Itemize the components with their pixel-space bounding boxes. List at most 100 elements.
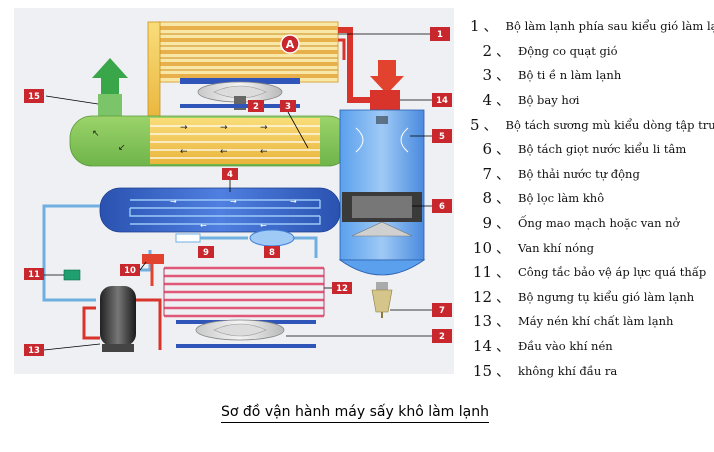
- capillary-tube: [175, 233, 201, 243]
- legend-number: 3: [482, 66, 492, 85]
- callout-8-label: 8: [269, 248, 275, 258]
- callout-9: 9: [198, 246, 214, 258]
- legend-text: Công tắc bảo vệ áp lực quá thấp: [518, 265, 707, 280]
- legend-list: 1、Bộ làm lạnh phía sau kiểu gió làm lạnh…: [470, 14, 714, 383]
- callout-3-label: 3: [285, 102, 291, 112]
- callout-1: 1: [338, 27, 450, 41]
- callout-14: 14: [400, 93, 452, 107]
- marker-a-label: A: [286, 38, 295, 51]
- callout-12: 12: [324, 282, 352, 294]
- marker-a: A: [280, 34, 300, 54]
- legend-number: 4: [482, 91, 492, 110]
- svg-text:↙: ↙: [118, 143, 126, 153]
- callout-11-label: 11: [28, 270, 40, 280]
- diagram-caption: Sơ đồ vận hành máy sấy khô làm lạnh: [190, 404, 520, 423]
- legend-text: Bộ tách giọt nước kiểu li tâm: [518, 142, 687, 157]
- caption-text: Sơ đồ vận hành máy sấy khô làm lạnh: [221, 404, 489, 423]
- svg-text:←: ←: [220, 147, 228, 157]
- legend-separator: 、: [496, 43, 510, 60]
- legend-item: 3、Bộ ti ề n làm lạnh: [470, 63, 710, 88]
- legend-text: không khí đầu ra: [518, 363, 618, 378]
- hot-compressed-air-line: [338, 27, 384, 103]
- callout-10: 10: [120, 261, 147, 276]
- callout-8: 8: [264, 246, 280, 258]
- legend-item: 6、Bộ tách giọt nước kiểu li tâm: [470, 137, 710, 162]
- legend-number: 9: [482, 214, 492, 233]
- legend-separator: 、: [496, 363, 510, 380]
- callout-5: 5: [410, 129, 452, 143]
- fan-motor-bottom: [176, 319, 316, 348]
- callout-4: 4: [222, 168, 238, 192]
- callout-14-label: 14: [436, 96, 448, 106]
- compressed-air-inlet: [370, 60, 404, 112]
- legend-text: Động co quạt gió: [518, 43, 618, 58]
- legend-number: 7: [482, 164, 492, 183]
- legend-item: 7、 Bộ thải nước tự động: [470, 162, 710, 187]
- hot-gas-valve: [142, 254, 164, 286]
- legend-number: 1: [470, 17, 480, 36]
- legend-number: 14: [472, 337, 492, 356]
- callout-2-bottom: 2: [286, 329, 452, 343]
- callout-10-label: 10: [124, 266, 136, 276]
- filter-drier: [249, 229, 295, 247]
- callout-2-top-label: 2: [253, 102, 259, 112]
- legend-text: Máy nén khí chất làm lạnh: [518, 314, 674, 329]
- callout-2-top: 2: [248, 100, 264, 112]
- legend-item: 14、Đầu vào khí nén: [470, 334, 710, 359]
- legend-separator: 、: [496, 314, 510, 331]
- evaporator: →→→ ←←: [99, 187, 341, 233]
- legend-text: Bộ bay hơi: [518, 93, 580, 108]
- low-pressure-switch: [63, 269, 81, 281]
- legend-separator: 、: [496, 93, 510, 110]
- auto-drain: [371, 282, 393, 318]
- callout-5-label: 5: [439, 132, 445, 142]
- condenser-coil: [163, 266, 325, 318]
- callout-7: 7: [390, 303, 452, 317]
- callout-12-label: 12: [336, 284, 348, 294]
- callout-6-label: 6: [439, 202, 445, 212]
- fan-motor-top: [180, 78, 300, 110]
- callout-11: 11: [24, 268, 64, 280]
- legend-item: 15、 không khí đầu ra: [470, 358, 710, 383]
- callout-13-label: 13: [28, 346, 40, 356]
- legend-number: 5: [470, 115, 480, 134]
- svg-text:→: →: [170, 197, 177, 206]
- legend-item: 13、 Máy nén khí chất làm lạnh: [470, 309, 710, 334]
- legend-number: 10: [472, 238, 492, 257]
- legend-text: Bộ lọc làm khô: [518, 191, 605, 206]
- legend-item: 12、Bộ ngưng tụ kiểu gió làm lạnh: [470, 285, 710, 310]
- legend-text: Bộ ti ề n làm lạnh: [518, 68, 622, 83]
- legend-item: 1、Bộ làm lạnh phía sau kiểu gió làm lạnh: [470, 14, 714, 39]
- aftercooler-coil: [147, 21, 339, 123]
- legend-separator: 、: [496, 265, 510, 282]
- legend-number: 13: [472, 312, 492, 331]
- separator-tank: [338, 109, 426, 276]
- callout-15-label: 15: [28, 92, 40, 102]
- svg-text:←: ←: [260, 221, 267, 230]
- svg-text:←: ←: [200, 221, 207, 230]
- legend-item: 2、Động co quạt gió: [470, 39, 710, 64]
- legend-item: 11、 Công tắc bảo vệ áp lực quá thấp: [470, 260, 710, 285]
- legend-number: 6: [482, 140, 492, 159]
- legend-item: 8、Bộ lọc làm khô: [470, 186, 710, 211]
- legend-separator: 、: [496, 240, 510, 257]
- legend-number: 11: [472, 263, 492, 282]
- svg-text:→: →: [220, 123, 228, 133]
- legend-text: Bộ thải nước tự động: [518, 166, 640, 181]
- legend-separator: 、: [496, 166, 510, 183]
- legend-number: 15: [472, 361, 492, 380]
- callout-7-label: 7: [439, 306, 445, 316]
- legend-separator: 、: [496, 191, 510, 208]
- legend-item: 9、Ống mao mạch hoặc van nở: [470, 211, 710, 236]
- legend-separator: 、: [483, 19, 498, 36]
- svg-text:→: →: [290, 197, 297, 206]
- callout-3: 3: [280, 100, 309, 149]
- svg-text:←: ←: [260, 147, 268, 157]
- svg-text:→: →: [180, 123, 188, 133]
- refrigerant-compressor: [82, 286, 162, 352]
- legend-item: 4、 Bộ bay hơi: [470, 88, 710, 113]
- legend-number: 12: [472, 287, 492, 306]
- callout-4-label: 4: [227, 170, 233, 180]
